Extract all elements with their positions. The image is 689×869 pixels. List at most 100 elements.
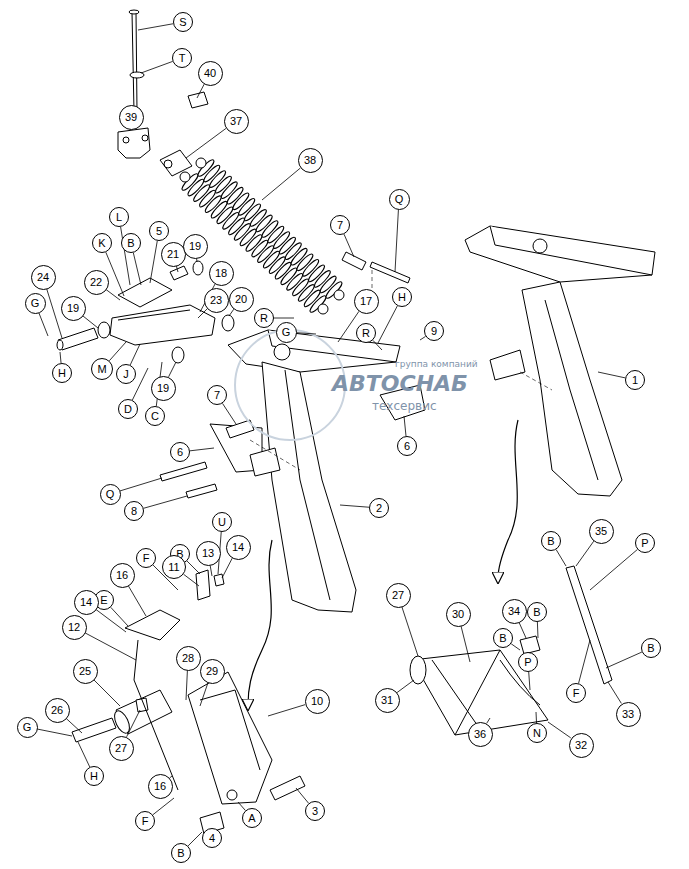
callout-number: 1 (625, 370, 645, 390)
leader-line (222, 558, 232, 578)
leader-line (196, 258, 197, 262)
part-outline (250, 448, 280, 476)
leader-line (190, 448, 214, 451)
callout-letter: K (92, 233, 112, 253)
callout-number: 32 (569, 733, 594, 758)
callout-number: 34 (502, 599, 527, 624)
leader-line (120, 478, 162, 491)
leader-line (78, 742, 90, 767)
leader-line (268, 705, 305, 716)
callout-letter: C (145, 406, 165, 426)
callout-letter: B (171, 843, 191, 863)
part-outline (410, 656, 426, 684)
part-outline (318, 304, 328, 314)
callout-number: 28 (176, 646, 201, 671)
part-outline (186, 484, 217, 498)
watermark-text: техсервис (372, 400, 437, 412)
callout-letter: S (173, 12, 193, 32)
part-outline (235, 330, 345, 440)
leader-line (511, 644, 520, 650)
leader-line (60, 352, 61, 363)
callout-number: 27 (109, 736, 134, 761)
leader-line (198, 309, 207, 318)
leader-line (461, 626, 470, 662)
callout-number: 11 (162, 555, 186, 579)
leader-line (487, 718, 490, 723)
part-outline (160, 462, 207, 481)
callout-letter: D (118, 399, 138, 419)
leader-line (397, 680, 414, 693)
callout-number: 3 (305, 801, 325, 821)
leader-line (197, 84, 204, 98)
callout-letter: L (109, 207, 129, 227)
leader-line (150, 241, 157, 283)
callout-letter: H (84, 766, 104, 786)
leader-line (378, 306, 397, 343)
part-outline (490, 226, 652, 275)
callout-letter: F (566, 683, 586, 703)
callout-letter: U (212, 512, 232, 532)
callout-number: 2 (369, 498, 389, 518)
part-outline (274, 344, 290, 360)
leader-line (153, 798, 174, 815)
leader-line (556, 550, 566, 566)
part-outline (118, 310, 190, 320)
leader-line (130, 344, 140, 365)
callout-number: 23 (204, 288, 229, 313)
callout-number: 39 (119, 105, 144, 130)
part-outline (118, 278, 172, 307)
leader-line (106, 252, 124, 296)
leader-line (144, 496, 187, 508)
part-outline (132, 12, 137, 112)
leader-line (106, 290, 120, 301)
callout-number: 19 (61, 296, 86, 321)
leader-line (188, 832, 202, 846)
part-outline (164, 160, 172, 168)
part-outline (98, 322, 110, 338)
leader-line (529, 672, 530, 690)
part-outline (498, 420, 518, 578)
callout-number: 26 (45, 698, 70, 723)
callout-number: 29 (200, 659, 225, 684)
callout-number: 19 (183, 234, 208, 259)
part-outline (222, 315, 234, 331)
leader-line (590, 549, 637, 590)
leader-line (138, 24, 173, 30)
part-outline (522, 282, 622, 496)
callout-number: 40 (198, 61, 223, 86)
part-outline (465, 226, 655, 282)
leader-line (548, 722, 571, 738)
callout-letter: B (121, 233, 141, 253)
callout-number: 13 (196, 541, 221, 566)
leader-line (83, 316, 98, 328)
callout-number: 10 (305, 689, 330, 714)
part-outline (118, 128, 150, 158)
callout-number: 7 (330, 215, 350, 235)
callout-number: 20 (229, 287, 254, 312)
callout-letter: Q (100, 484, 121, 505)
leader-line (274, 318, 294, 319)
callout-number: 6 (170, 442, 190, 462)
watermark-text: группа компаний (395, 360, 478, 369)
part-outline (200, 690, 260, 770)
callout-letter: B (527, 602, 547, 622)
callout-letter: G (276, 322, 297, 343)
leader-line (229, 309, 234, 316)
leader-line (176, 266, 178, 272)
leader-line (128, 586, 146, 616)
part-outline (545, 300, 598, 480)
watermark-text: АВТОСНАБ (332, 373, 468, 395)
leader-line (187, 561, 200, 574)
part-outline (533, 239, 547, 253)
part-outline (566, 566, 612, 684)
callout-letter: G (17, 717, 38, 738)
callout-letter: T (172, 48, 192, 68)
leader-line (338, 311, 359, 342)
leader-line (66, 718, 82, 733)
leader-line (536, 712, 538, 723)
callout-number: 9 (424, 321, 444, 341)
part-outline (142, 135, 148, 141)
callout-letter: N (527, 723, 547, 743)
